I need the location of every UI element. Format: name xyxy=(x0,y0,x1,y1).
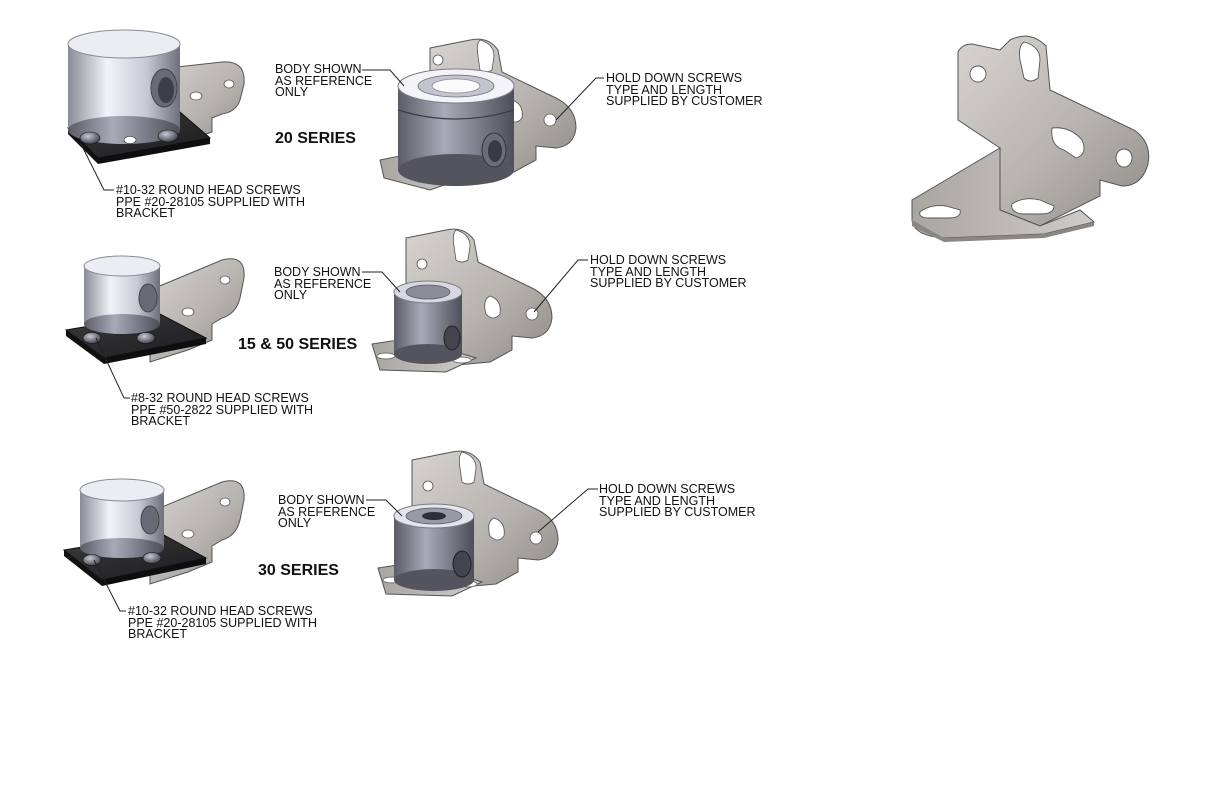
row3-hold-down-note: HOLD DOWN SCREWS TYPE AND LENGTH SUPPLIE… xyxy=(599,482,756,520)
note-line: BODY SHOWN xyxy=(275,62,362,76)
row3-body-note: BODY SHOWN AS REFERENCE ONLY xyxy=(278,493,376,531)
note-line: AS REFERENCE xyxy=(278,504,376,519)
note-line: TYPE AND LENGTH xyxy=(606,82,722,97)
note-line: HOLD DOWN SCREWS xyxy=(599,482,736,496)
row1-mid-assembly xyxy=(379,38,577,191)
row1-left-assembly xyxy=(67,29,245,165)
leader-lines xyxy=(79,69,604,612)
note-line: BRACKET xyxy=(131,414,191,429)
note-line: HOLD DOWN SCREWS xyxy=(606,71,743,85)
note-line: BRACKET xyxy=(128,627,188,642)
standalone-bracket xyxy=(911,35,1150,242)
row2-mid-assembly xyxy=(371,228,553,373)
note-line: ONLY xyxy=(275,85,309,100)
note-line: BRACKET xyxy=(116,206,176,221)
note-line: AS REFERENCE xyxy=(275,73,373,88)
note-line: SUPPLIED BY CUSTOMER xyxy=(599,505,756,520)
note-line: #10-32 ROUND HEAD SCREWS xyxy=(116,183,301,197)
row1-series-label: 20 SERIES xyxy=(275,130,356,147)
note-line: BODY SHOWN xyxy=(278,493,365,507)
note-line: TYPE AND LENGTH xyxy=(599,493,715,508)
note-line: BODY SHOWN xyxy=(274,265,361,279)
note-line: ONLY xyxy=(278,516,312,531)
row2-series-label: 15 & 50 SERIES xyxy=(238,336,358,353)
row3-screw-note: #10-32 ROUND HEAD SCREWS PPE #20-28105 S… xyxy=(128,604,317,642)
note-line: SUPPLIED BY CUSTOMER xyxy=(590,276,747,291)
row2-body-note: BODY SHOWN AS REFERENCE ONLY xyxy=(274,265,372,303)
note-line: ONLY xyxy=(274,288,308,303)
row2-screw-note: #8-32 ROUND HEAD SCREWS PPE #50-2822 SUP… xyxy=(131,391,314,429)
note-line: HOLD DOWN SCREWS xyxy=(590,253,727,267)
note-line: AS REFERENCE xyxy=(274,276,372,291)
note-line: PPE #20-28105 SUPPLIED WITH xyxy=(128,615,317,630)
row1-body-note: BODY SHOWN AS REFERENCE ONLY xyxy=(275,62,373,100)
row2-hold-down-note: HOLD DOWN SCREWS TYPE AND LENGTH SUPPLIE… xyxy=(590,253,747,291)
row3-mid-assembly xyxy=(377,450,559,597)
note-line: #10-32 ROUND HEAD SCREWS xyxy=(128,604,313,618)
row1-hold-down-note: HOLD DOWN SCREWS TYPE AND LENGTH SUPPLIE… xyxy=(606,71,763,109)
row2-left-assembly xyxy=(64,255,245,364)
note-line: TYPE AND LENGTH xyxy=(590,264,706,279)
row3-series-label: 30 SERIES xyxy=(258,562,339,579)
row1-screw-note: #10-32 ROUND HEAD SCREWS PPE #20-28105 S… xyxy=(116,183,305,221)
row3-left-assembly xyxy=(62,478,245,586)
note-line: SUPPLIED BY CUSTOMER xyxy=(606,94,763,109)
note-line: #8-32 ROUND HEAD SCREWS xyxy=(131,391,309,405)
note-line: PPE #20-28105 SUPPLIED WITH xyxy=(116,194,305,209)
note-line: PPE #50-2822 SUPPLIED WITH xyxy=(131,402,314,417)
